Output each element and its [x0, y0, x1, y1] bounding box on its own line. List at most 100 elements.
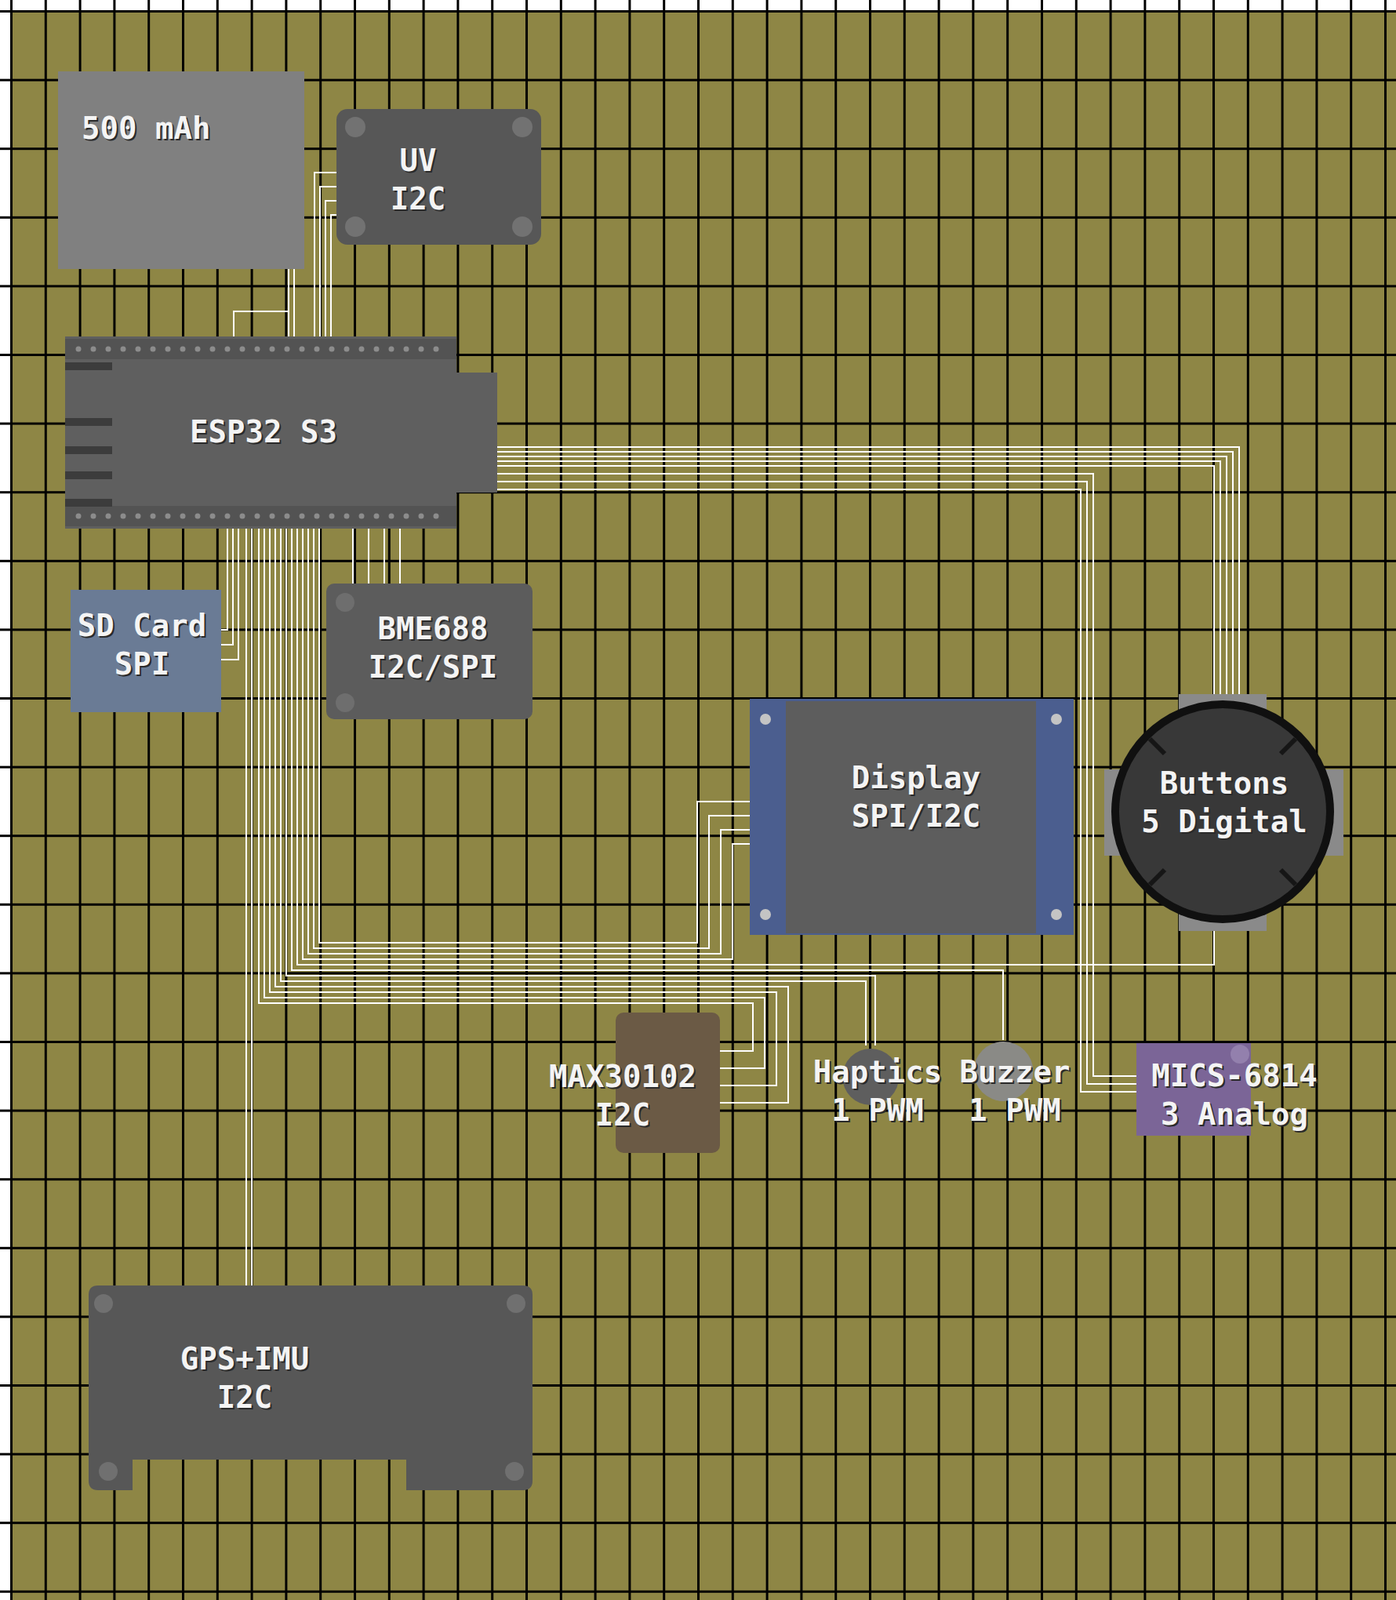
mount-hole: [512, 216, 533, 237]
mount-hole: [506, 1294, 526, 1313]
pin-dot: [225, 346, 231, 353]
wire-trace: [302, 528, 750, 960]
label-stack: Buttons5 Digital: [1141, 763, 1307, 841]
label-stack: UVI2C: [390, 141, 446, 219]
pin-dot: [90, 513, 97, 520]
pin-dot: [120, 346, 127, 353]
button-face: [1119, 708, 1327, 916]
component-label: I2C/SPI: [368, 647, 498, 687]
pin-dot: [359, 346, 365, 353]
pin-dot: [76, 346, 82, 353]
button-divider: [1149, 738, 1165, 754]
pin-dot: [254, 513, 261, 520]
board-body: [326, 583, 533, 720]
pin-dot: [388, 513, 395, 520]
component-outline: [88, 1285, 533, 1491]
wire-bundle: [221, 528, 239, 660]
wire-trace: [293, 269, 295, 337]
component-label: 1 PWM: [968, 1090, 1061, 1130]
wire-trace: [221, 528, 233, 645]
button-divider: [1280, 738, 1296, 754]
button-rim: [1111, 700, 1335, 924]
wire-trace: [258, 528, 753, 1051]
trace-stub: [233, 311, 289, 337]
pulse-sensor-chip: MAX30102I2C: [541, 1011, 720, 1155]
mount-hole: [345, 116, 366, 138]
display-pcb: [749, 698, 1074, 935]
battery-body: [58, 71, 305, 270]
wire-trace: [314, 172, 337, 337]
pin-dot: [418, 346, 425, 353]
pin-dot: [195, 346, 201, 353]
connector-bar: [65, 498, 113, 507]
component-label: SPI/I2C: [851, 796, 981, 836]
component-label: 5 Digital: [1141, 802, 1307, 841]
pin-dot: [150, 513, 157, 520]
pin-dot: [225, 513, 231, 520]
component-label: MICS-6814: [1151, 1056, 1317, 1095]
wire-trace: [319, 186, 337, 337]
wire-bundle: [246, 528, 252, 1286]
sd-card-module: SD CardSPI: [70, 589, 222, 713]
component-label: BME688: [378, 609, 489, 648]
component-label: 3 Analog: [1160, 1094, 1309, 1134]
pin-dot: [314, 346, 320, 353]
wire-trace: [497, 461, 1221, 695]
pin-dot: [239, 513, 246, 520]
pin-dot: [359, 513, 365, 520]
wire-trace: [308, 528, 750, 954]
mcu-module: ESP32 S3: [65, 336, 498, 529]
pin-dot: [239, 346, 246, 353]
mount-hole: [335, 693, 355, 713]
wire-bundle: [288, 269, 295, 337]
wire-trace: [245, 528, 248, 1286]
wire-trace: [367, 528, 370, 584]
wire-trace: [291, 528, 1004, 1040]
label-stack: SD CardSPI: [77, 606, 207, 684]
pin-dot: [388, 346, 395, 353]
mount-hole: [1050, 713, 1062, 725]
wire-trace: [497, 456, 1227, 695]
label-stack: MICS-68143 Analog: [1151, 1056, 1317, 1134]
wire-trace: [399, 528, 401, 584]
wire-bundle: [302, 528, 750, 960]
board-body: [88, 1285, 533, 1491]
pin-dot: [403, 346, 410, 353]
mount-hole: [759, 713, 771, 725]
env-sensor-board: BME688I2C/SPI: [326, 583, 533, 720]
wire-trace: [319, 528, 750, 943]
connector-bar: [65, 362, 113, 371]
pin-dot: [180, 513, 186, 520]
pin-dot: [269, 513, 276, 520]
wire-trace: [313, 528, 750, 949]
label-stack: 500 mAh: [81, 109, 211, 148]
wire-trace: [250, 528, 253, 1286]
wire-bundle: [497, 473, 1137, 1092]
component-outline: [58, 71, 305, 270]
component-outline: [336, 109, 542, 245]
pin-dot: [120, 513, 127, 520]
component-label: I2C: [390, 179, 446, 219]
pin-dot: [165, 346, 171, 353]
label-stack: BME688I2C/SPI: [368, 609, 498, 687]
component-label: I2C: [217, 1377, 273, 1417]
pin-dot: [433, 513, 440, 520]
wire-bundle: [297, 528, 1215, 965]
wire-trace: [221, 528, 228, 630]
pin-dot: [90, 346, 97, 353]
component-label: 500 mAh: [81, 109, 211, 148]
pin-dot: [210, 346, 216, 353]
connector-bar: [65, 446, 113, 455]
pin-dot: [374, 346, 380, 353]
mount-hole: [759, 908, 771, 920]
label-stack: Haptics1 PWM: [813, 1052, 942, 1130]
pin-dot: [403, 513, 410, 520]
component-label: GPS+IMU: [180, 1339, 310, 1378]
button-pad: Buttons5 Digital: [1104, 694, 1344, 931]
pin-dot: [284, 513, 291, 520]
pin-dot: [135, 513, 142, 520]
component-label: Buttons: [1159, 763, 1289, 803]
wire-trace: [497, 447, 1240, 695]
